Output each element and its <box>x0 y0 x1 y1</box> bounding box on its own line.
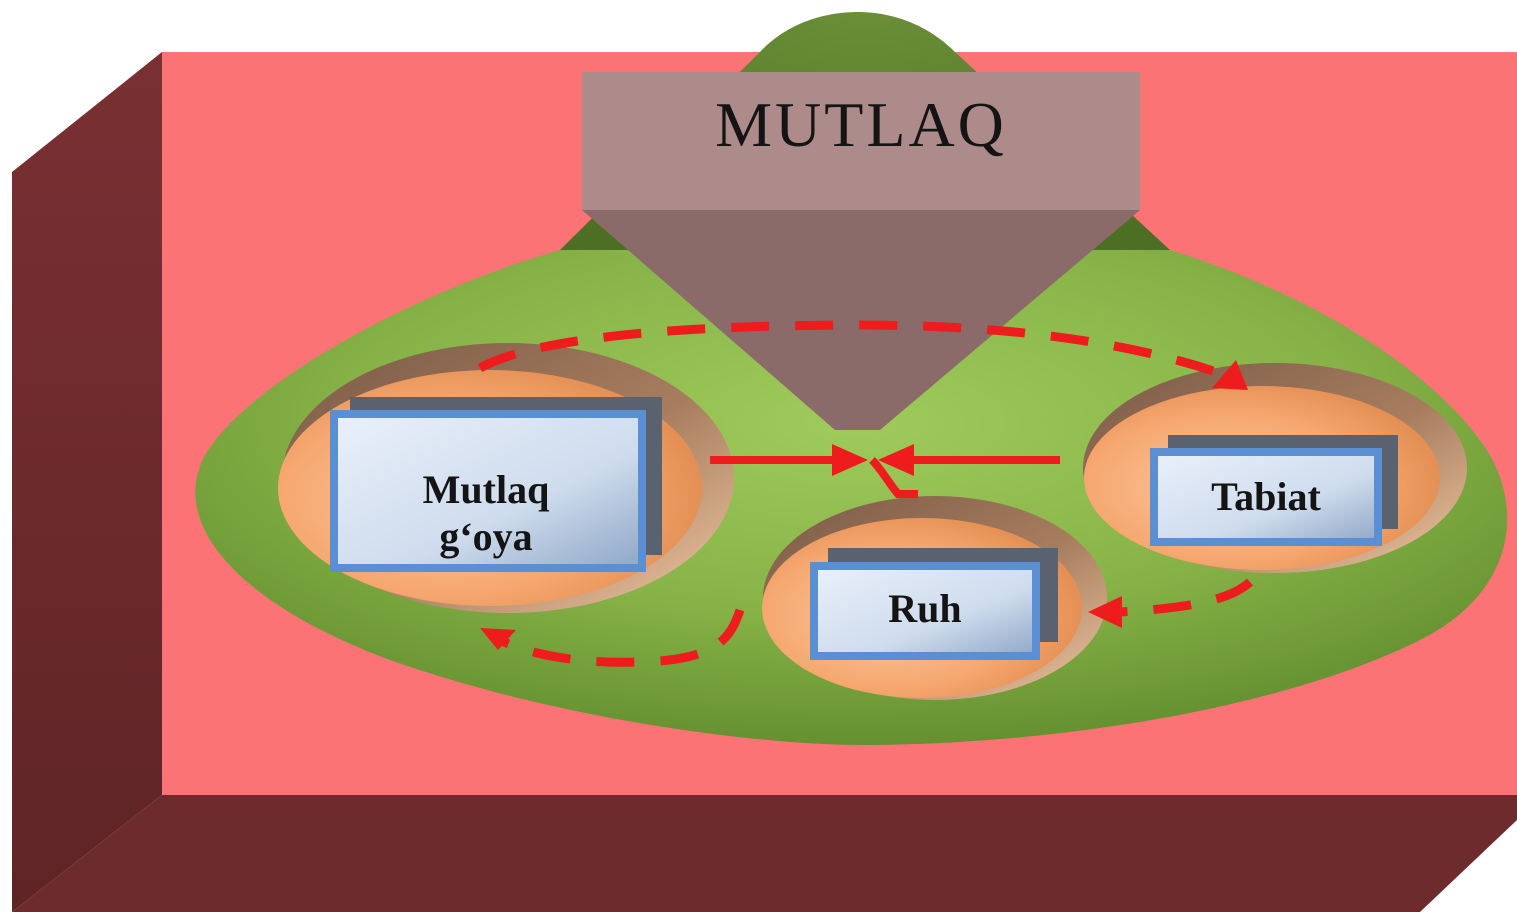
dashed-arrow-left <box>497 608 745 667</box>
title-label: MUTLAQ <box>715 89 1007 160</box>
node-label: Ruh <box>888 586 961 631</box>
arrowhead-left <box>480 628 516 650</box>
arrowhead-from-mutlaq-goya <box>832 444 868 476</box>
arrowhead-right <box>1088 596 1122 628</box>
dashed-arrow-top <box>477 320 1227 380</box>
arrow-from-ruh <box>869 457 918 498</box>
node-box <box>330 410 646 572</box>
arrowhead-top <box>1212 360 1248 390</box>
converging-arrows <box>710 444 1060 498</box>
node-label: Tabiat <box>1211 474 1321 519</box>
node-box <box>810 562 1040 660</box>
node-label-line-1: Mutlaq <box>423 467 550 512</box>
node-mutlaq-goya: Mutlaq g‘oya <box>330 397 662 572</box>
base-left-side <box>12 52 162 912</box>
arrowhead-from-tabiat <box>878 444 914 476</box>
base-bottom-side <box>12 795 1517 912</box>
node-label-line-2: g‘oya <box>439 514 532 559</box>
node-ruh: Ruh <box>810 548 1058 660</box>
cycle-arrows <box>477 320 1254 667</box>
title-box <box>582 72 1140 210</box>
node-tabiat: Tabiat <box>1150 435 1398 546</box>
dashed-arrow-right <box>1119 578 1254 617</box>
arrowheads <box>480 360 1248 650</box>
node-box <box>1150 448 1382 546</box>
title-pyramid <box>582 210 1140 430</box>
title-block: MUTLAQ <box>582 72 1140 430</box>
